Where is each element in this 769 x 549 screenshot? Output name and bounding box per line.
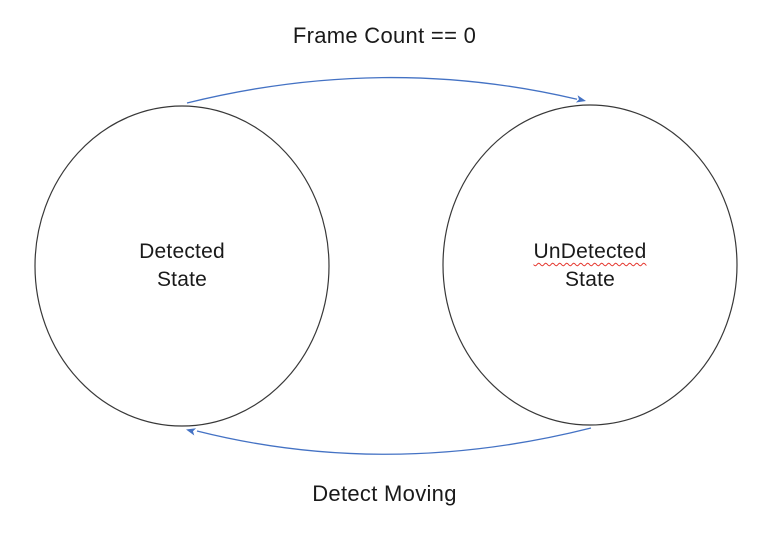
transition-arrow-top bbox=[186, 76, 578, 104]
state-circle-detected bbox=[34, 105, 330, 427]
state-undetected-line1: UnDetected bbox=[533, 240, 647, 263]
transition-label-bottom: Detect Moving bbox=[312, 481, 457, 506]
state-circle-undetected bbox=[442, 104, 738, 426]
arrowhead-top-icon bbox=[575, 95, 586, 103]
state-undetected-line2: State bbox=[564, 268, 616, 291]
state-label-detected: Detected State bbox=[32, 238, 332, 294]
arrowhead-bottom-icon bbox=[186, 428, 197, 436]
state-detected-line1: Detected bbox=[139, 240, 225, 263]
state-label-undetected: UnDetected State bbox=[440, 238, 740, 294]
state-detected-line2: State bbox=[156, 268, 208, 291]
transition-label-top: Frame Count == 0 bbox=[292, 23, 477, 48]
transition-arrow-bottom bbox=[196, 427, 592, 455]
